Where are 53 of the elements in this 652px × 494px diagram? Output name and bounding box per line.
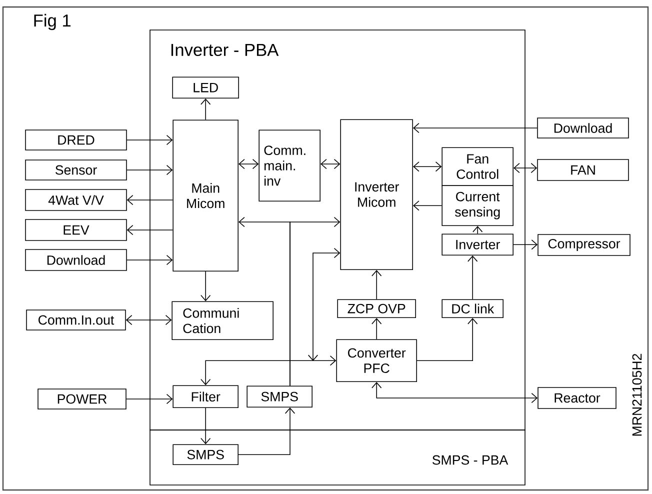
block-box: ZCP OVP (337, 299, 416, 318)
block-box: LED (172, 76, 240, 98)
arrow (126, 314, 172, 326)
arrow (468, 256, 478, 300)
arrow (200, 356, 336, 386)
block-box: Fan Control (442, 147, 514, 186)
block-box: SMPS (172, 444, 238, 465)
arrow (126, 194, 174, 206)
block-box: Main Micom (172, 120, 238, 272)
arrow (126, 224, 174, 236)
arrow (413, 162, 442, 172)
block-box: Compressor (538, 234, 630, 256)
arrow (238, 158, 259, 170)
block-box: DC link (442, 299, 504, 318)
arrow (413, 122, 538, 134)
arrow (126, 164, 173, 176)
block-box: 4Wat V/V (25, 189, 127, 211)
block-box: Comm.In.out (26, 310, 126, 330)
arrow (416, 318, 478, 361)
figure-title: Fig 1 (34, 14, 71, 30)
block-box: Reactor (538, 387, 616, 409)
arrow (200, 408, 211, 444)
block-box: FAN (537, 159, 629, 181)
block-box: Download (537, 118, 629, 138)
arrow (320, 158, 340, 170)
arrow (413, 200, 442, 211)
arrow (200, 271, 211, 302)
block-box: Current sensing (442, 185, 514, 226)
arrow (238, 408, 296, 455)
figure-code: MRN21105H2 (632, 354, 642, 436)
arrow (126, 134, 173, 146)
block-box: DRED (25, 130, 127, 150)
arrow (372, 318, 382, 340)
arrow (372, 382, 538, 404)
arrow (200, 98, 211, 120)
block-box: Communi Cation (172, 301, 274, 340)
block-box: SMPS (246, 386, 312, 408)
arrow (126, 254, 173, 266)
arrow (514, 162, 538, 174)
block-box: EEV (25, 219, 127, 241)
arrow (126, 394, 173, 404)
block-box: Inverter (442, 234, 514, 256)
block-box: Sensor (25, 160, 127, 180)
arrow (513, 240, 538, 250)
block-box: Download (25, 249, 127, 271)
block-box: POWER (38, 388, 126, 410)
block-box: Filter (172, 385, 238, 408)
block-box: Comm. main. inv (258, 130, 320, 202)
arrow (290, 216, 340, 386)
block-box: Converter PFC (336, 339, 417, 382)
arrow (372, 270, 382, 300)
block-box: Inverter Micom (340, 119, 413, 270)
arrow (308, 248, 340, 361)
